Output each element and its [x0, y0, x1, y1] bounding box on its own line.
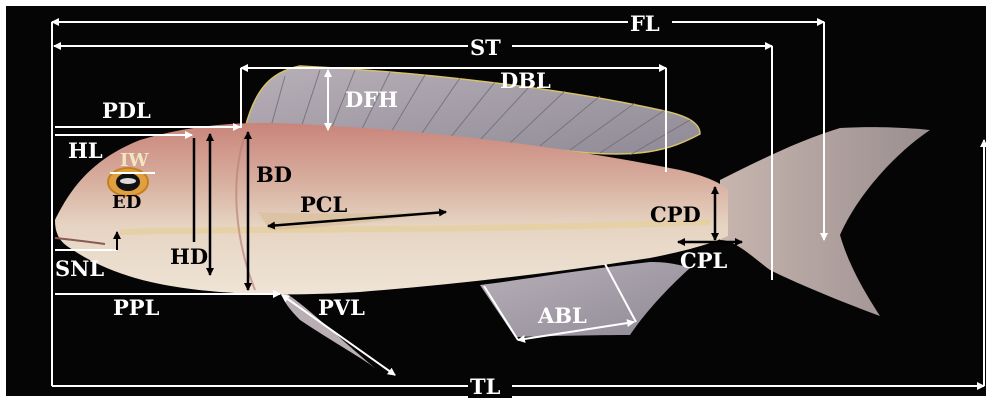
- label-hl: HL: [68, 138, 103, 163]
- label-st: ST: [470, 35, 501, 60]
- label-pvl: PVL: [318, 295, 365, 320]
- label-tl: TL: [470, 374, 501, 399]
- label-ed: ED: [112, 192, 141, 213]
- label-abl: ABL: [537, 303, 587, 328]
- fish-illustration: [55, 66, 930, 368]
- label-bd: BD: [256, 162, 292, 187]
- label-pcl: PCL: [300, 192, 348, 217]
- label-snl: SNL: [55, 256, 104, 281]
- label-dbl: DBL: [500, 68, 551, 93]
- label-cpd: CPD: [650, 202, 701, 227]
- label-fl: FL: [630, 11, 660, 36]
- label-ppl: PPL: [113, 295, 160, 320]
- label-cpl: CPL: [680, 248, 728, 273]
- label-iw: IW: [120, 150, 149, 171]
- label-dfh: DFH: [345, 87, 398, 112]
- label-hd: HD: [170, 244, 208, 269]
- label-pdl: PDL: [102, 98, 151, 123]
